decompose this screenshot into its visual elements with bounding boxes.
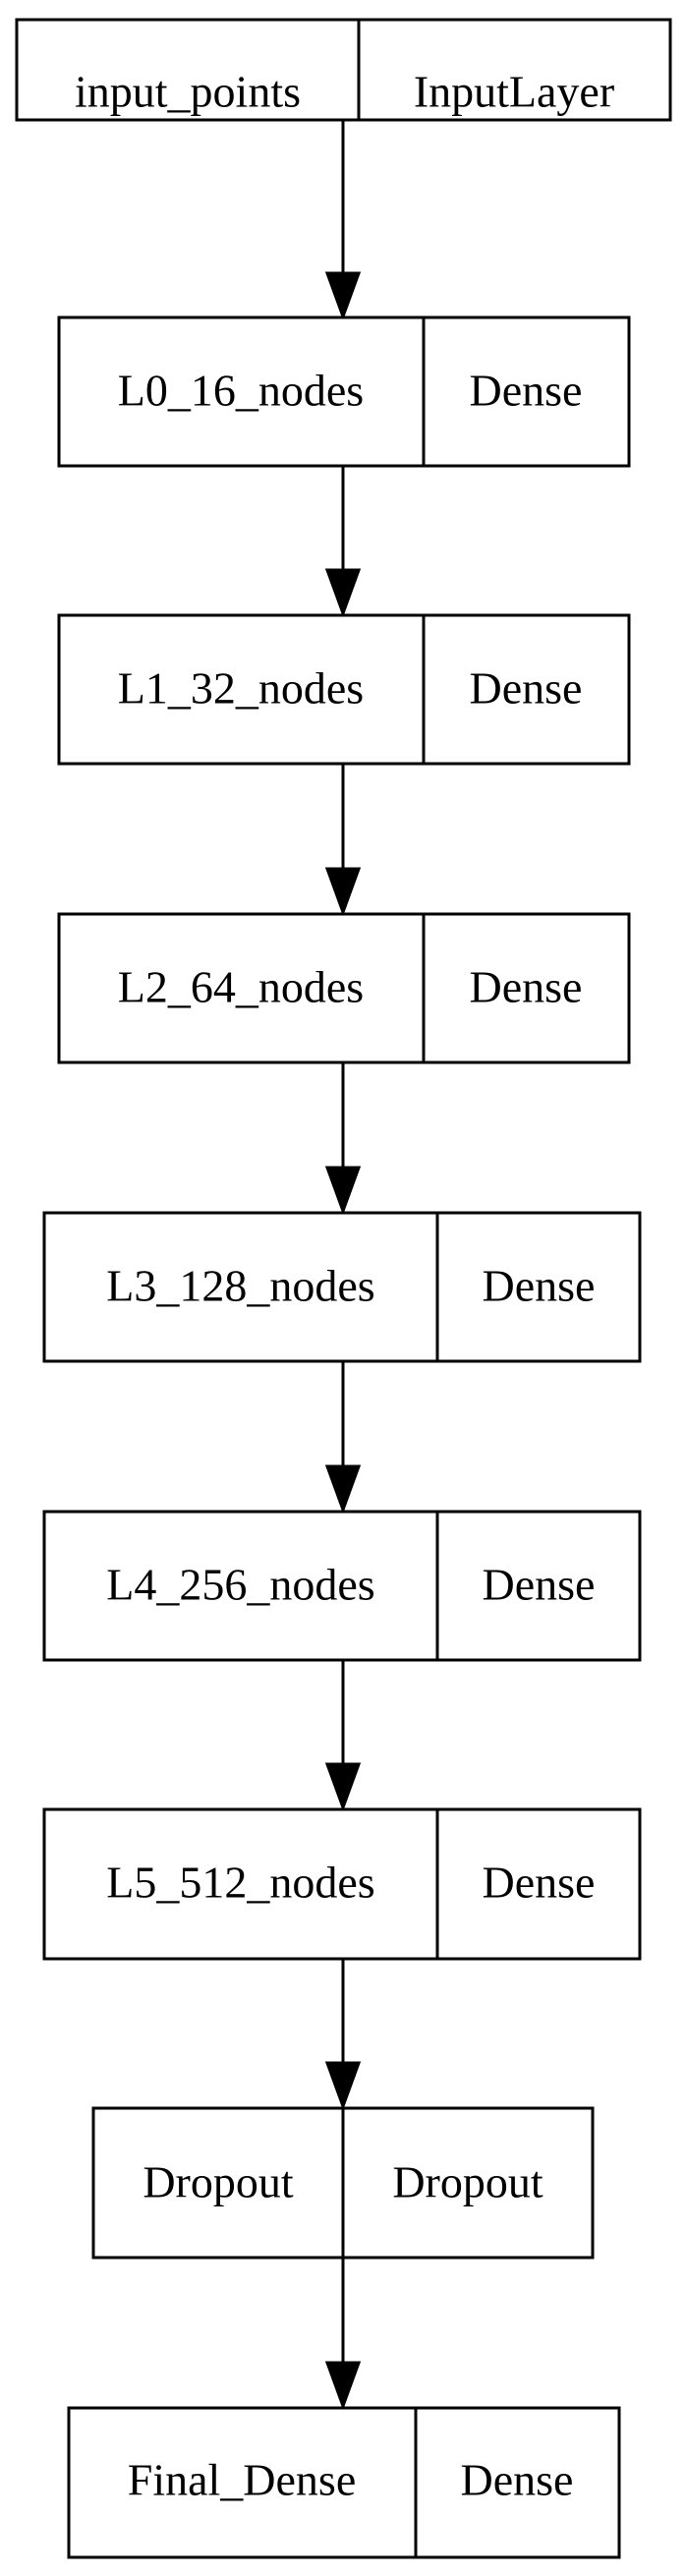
node-l4-256-nodes: L4_256_nodes Dense: [42, 1510, 642, 1662]
node-input-points: input_points InputLayer: [15, 18, 672, 122]
node-name-label: Dropout: [143, 2157, 294, 2207]
node-name-label: L0_16_nodes: [118, 366, 364, 416]
node-l2-64-nodes: L2_64_nodes Dense: [57, 912, 631, 1064]
node-box: [42, 1807, 642, 1961]
node-box: [57, 912, 631, 1064]
edge-l4-to-l5-arrowhead: [324, 1762, 362, 1812]
edge-l0-to-l1-arrowhead: [324, 568, 362, 618]
edge-input-to-l0-arrowhead: [324, 271, 362, 321]
node-name-label: input_points: [75, 67, 301, 117]
node-name-label: L3_128_nodes: [106, 1261, 374, 1311]
node-l1-32-nodes: L1_32_nodes Dense: [57, 613, 631, 766]
node-type-label: Dense: [461, 2455, 574, 2505]
node-type-label: Dense: [470, 663, 583, 714]
node-type-label: InputLayer: [414, 67, 614, 117]
node-l3-128-nodes: L3_128_nodes Dense: [42, 1211, 642, 1363]
node-box: [42, 1211, 642, 1363]
node-dropout: Dropout Dropout: [91, 2106, 595, 2260]
node-type-label: Dense: [483, 1858, 596, 1908]
edge-l1-to-l2-arrowhead: [324, 867, 362, 917]
node-box: [67, 2406, 621, 2559]
node-l0-16-nodes: L0_16_nodes Dense: [57, 315, 631, 468]
node-name-label: L5_512_nodes: [106, 1858, 374, 1908]
edge-l3-to-l4-arrowhead: [324, 1464, 362, 1515]
nodes-layer: input_points InputLayer L0_16_nodes Dens…: [15, 18, 672, 2559]
node-box: [57, 613, 631, 766]
node-box: [42, 1510, 642, 1662]
edges-layer: [324, 120, 362, 2411]
node-type-label: Dense: [470, 962, 583, 1012]
node-type-label: Dense: [470, 366, 583, 416]
node-type-label: Dropout: [392, 2157, 543, 2207]
node-type-label: Dense: [483, 1560, 596, 1610]
node-name-label: L2_64_nodes: [118, 962, 364, 1012]
node-box: [15, 18, 672, 122]
edge-l5-to-dropout-arrowhead: [324, 2061, 362, 2111]
node-name-label: L1_32_nodes: [118, 663, 364, 714]
node-final-dense: Final_Dense Dense: [67, 2406, 621, 2559]
edge-dropout-to-final-arrowhead: [324, 2361, 362, 2411]
node-name-label: L4_256_nodes: [106, 1560, 374, 1610]
node-type-label: Dense: [483, 1261, 596, 1311]
edge-l2-to-l3-arrowhead: [324, 1166, 362, 1216]
node-l5-512-nodes: L5_512_nodes Dense: [42, 1807, 642, 1961]
node-name-label: Final_Dense: [128, 2455, 357, 2505]
node-box: [57, 315, 631, 468]
